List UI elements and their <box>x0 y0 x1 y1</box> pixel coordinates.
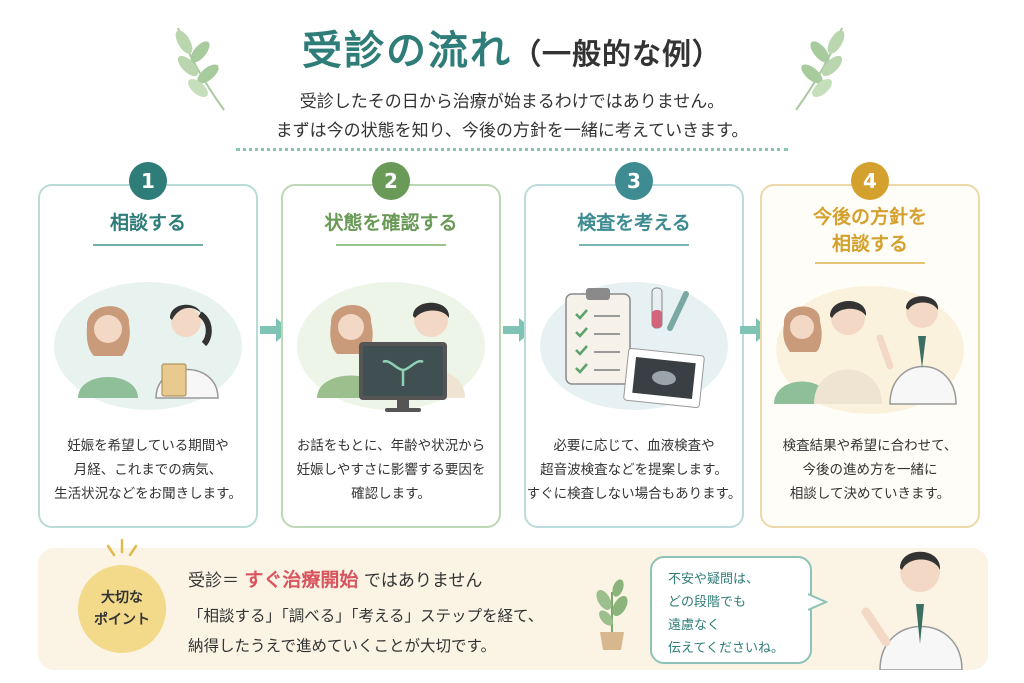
desc-line: 検査結果や希望に合わせて、 <box>782 438 958 454</box>
doctor-couple-illustration <box>774 286 964 414</box>
desc-line: 妊娠を希望している期間や <box>67 438 229 454</box>
badge-line: 大切な <box>101 590 143 606</box>
heading-underline <box>815 262 925 264</box>
bubble-line: 遠慮なく <box>668 618 721 633</box>
step-heading: 検査を考える <box>526 210 742 237</box>
dotted-divider <box>236 148 788 151</box>
step-number: 2 <box>372 162 410 200</box>
heading-underline <box>336 244 446 246</box>
step-heading: 今後の方針を 相談する <box>762 204 978 258</box>
desc-line: 必要に応じて、血液検査や <box>553 438 715 454</box>
desc-line: 相談して決めていきます。 <box>789 486 951 502</box>
point-prefix: 受診＝ <box>188 571 239 591</box>
point-headline: 受診＝ すぐ治療開始 ではありません <box>188 565 482 592</box>
point-body: 「相談する」「調べる」「考える」ステップを経て、 納得したうえで進めていくことが… <box>188 601 543 661</box>
step-description: 妊娠を希望している期間や 月経、これまでの病気、 生活状況などをお聞きします。 <box>40 434 256 506</box>
step-heading-line: 状態を確認する <box>324 212 458 234</box>
step-heading-line: 相談する <box>109 212 186 234</box>
desc-line: お話をもとに、年齢や状況から <box>296 438 486 454</box>
step-number: 3 <box>615 162 653 200</box>
bubble-line: 伝えてくださいね。 <box>668 641 784 656</box>
bubble-line: どの段階でも <box>668 595 747 610</box>
desc-line: 超音波検査などを提案します。 <box>540 462 728 478</box>
leaf-branch-icon <box>175 27 225 111</box>
point-highlight: すぐ治療開始 <box>244 569 359 591</box>
desc-line: 今後の進め方を一緒に <box>802 462 938 478</box>
page-title: 受診の流れ（一般的な例） <box>0 18 1024 76</box>
important-badge: 大切な ポイント <box>78 565 166 653</box>
step-card-4: 4 今後の方針を 相談する 検査結果や希望に合わせて、 今後の進め方を一緒に 相… <box>760 162 980 528</box>
badge-line: ポイント <box>94 612 150 628</box>
step-heading: 相談する <box>40 210 256 237</box>
step-description: お話をもとに、年齢や状況から 妊娠しやすさに影響する要因を 確認します。 <box>283 434 499 506</box>
title-main: 受診の流れ <box>301 28 512 74</box>
step-card-1: 1 相談する 妊娠を希望している期間や 月経、これまでの病気、 生活状況などをお… <box>38 162 258 528</box>
subtitle-line: 受診したその日から治療が始まるわけではありません。 <box>299 92 725 112</box>
consultation-illustration <box>54 282 242 410</box>
subtitle: 受診したその日から治療が始まるわけではありません。 まずは今の状態を知り、今後の… <box>0 88 1024 146</box>
point-suffix: ではありません <box>363 571 483 591</box>
step-card-2: 2 状態を確認する お話をもとに、年齢や状況から 妊娠しやすさに影響する要因を … <box>281 162 501 528</box>
desc-line: 生活状況などをお聞きします。 <box>54 486 242 502</box>
bubble-line: 不安や疑問は、 <box>668 572 760 587</box>
speech-bubble: 不安や疑問は、 どの段階でも 遠慮なく 伝えてくださいね。 <box>650 556 812 664</box>
desc-line: 確認します。 <box>351 486 431 502</box>
doctor-icon <box>861 551 963 670</box>
desc-line: 月経、これまでの病気、 <box>73 462 223 478</box>
exam-checklist-illustration <box>540 282 728 410</box>
step-heading-line: 相談する <box>831 233 908 255</box>
subtitle-line: まずは今の状態を知り、今後の方針を一緒に考えていきます。 <box>275 121 749 141</box>
step-heading: 状態を確認する <box>283 210 499 237</box>
point-body-line: 納得したうえで進めていくことが大切です。 <box>188 637 496 655</box>
leaf-branch-icon <box>795 27 845 111</box>
step-number: 4 <box>851 162 889 200</box>
important-point-panel: 大切な ポイント 受診＝ すぐ治療開始 ではありません 「相談する」「調べる」「… <box>38 538 988 670</box>
step-description: 必要に応じて、血液検査や 超音波検査などを提案します。 すぐに検査しない場合もあ… <box>526 434 742 506</box>
potted-plant-icon <box>596 579 628 650</box>
step-description: 検査結果や希望に合わせて、 今後の進め方を一緒に 相談して決めていきます。 <box>762 434 978 506</box>
step-heading-line: 検査を考える <box>577 212 691 234</box>
sparkle-icon <box>106 538 138 557</box>
heading-underline <box>579 244 689 246</box>
title-sub: （一般的な例） <box>511 37 722 71</box>
desc-line: すぐに検査しない場合もあります。 <box>526 486 742 502</box>
heading-underline <box>93 244 203 246</box>
point-body-line: 「相談する」「調べる」「考える」ステップを経て、 <box>188 607 544 625</box>
desc-line: 妊娠しやすさに影響する要因を <box>296 462 486 478</box>
step-card-3: 3 検査を考える 必要に応じて、血液検査や 超音波検査などを提案します。 すぐに… <box>524 162 744 528</box>
step-heading-line: 今後の方針を <box>812 206 927 228</box>
step-number: 1 <box>129 162 167 200</box>
monitor-check-illustration <box>297 282 485 412</box>
bubble-tail <box>808 593 828 611</box>
